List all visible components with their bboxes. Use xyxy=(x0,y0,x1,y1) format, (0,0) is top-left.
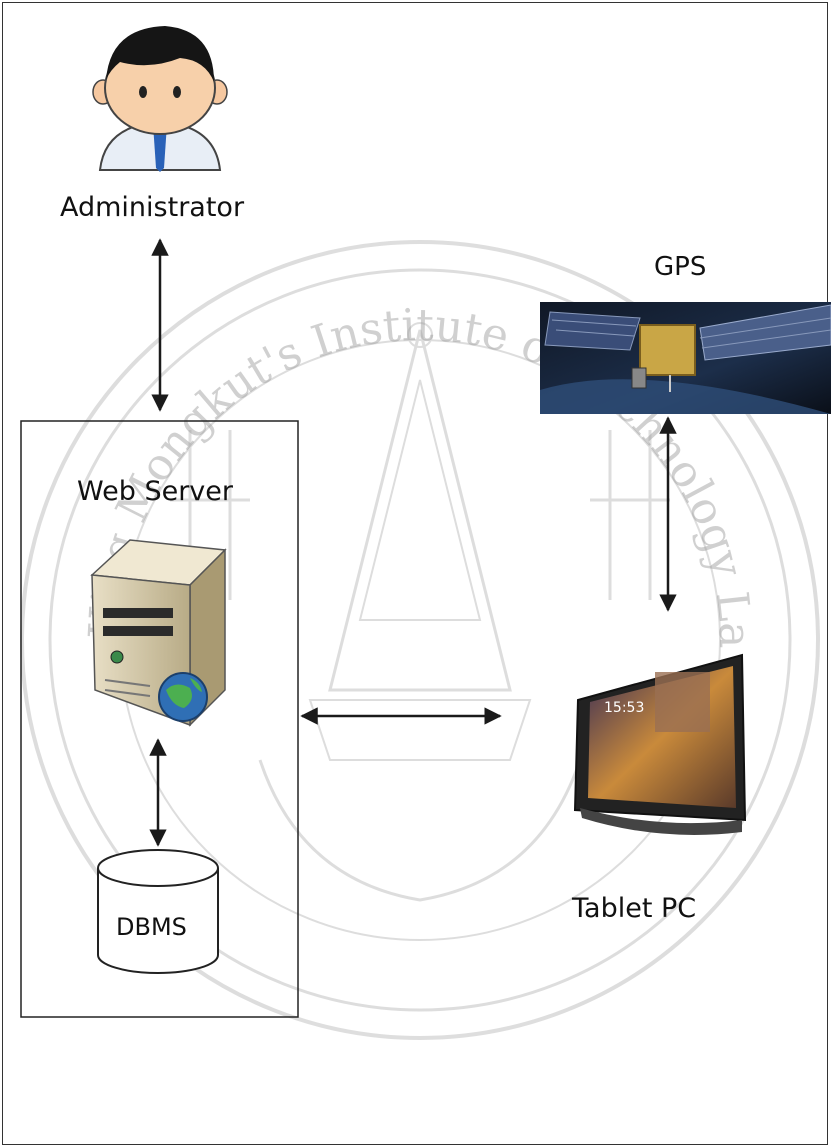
web-server-icon xyxy=(90,539,227,727)
administrator-avatar-icon xyxy=(92,26,228,172)
dbms-cylinder-icon xyxy=(97,849,219,974)
dbms-label: DBMS xyxy=(116,913,187,941)
administrator-label: Administrator xyxy=(60,192,245,223)
svg-text:15:53: 15:53 xyxy=(604,700,644,716)
watermark-seal xyxy=(20,240,820,1040)
web-server-container xyxy=(20,420,299,1018)
web-server-label: Web Server xyxy=(77,476,233,507)
tablet-pc-label: Tablet PC xyxy=(572,893,697,924)
tablet-pc-icon: 15:53 xyxy=(573,653,747,835)
gps-label: GPS xyxy=(654,252,707,282)
gps-satellite-icon xyxy=(540,302,831,414)
